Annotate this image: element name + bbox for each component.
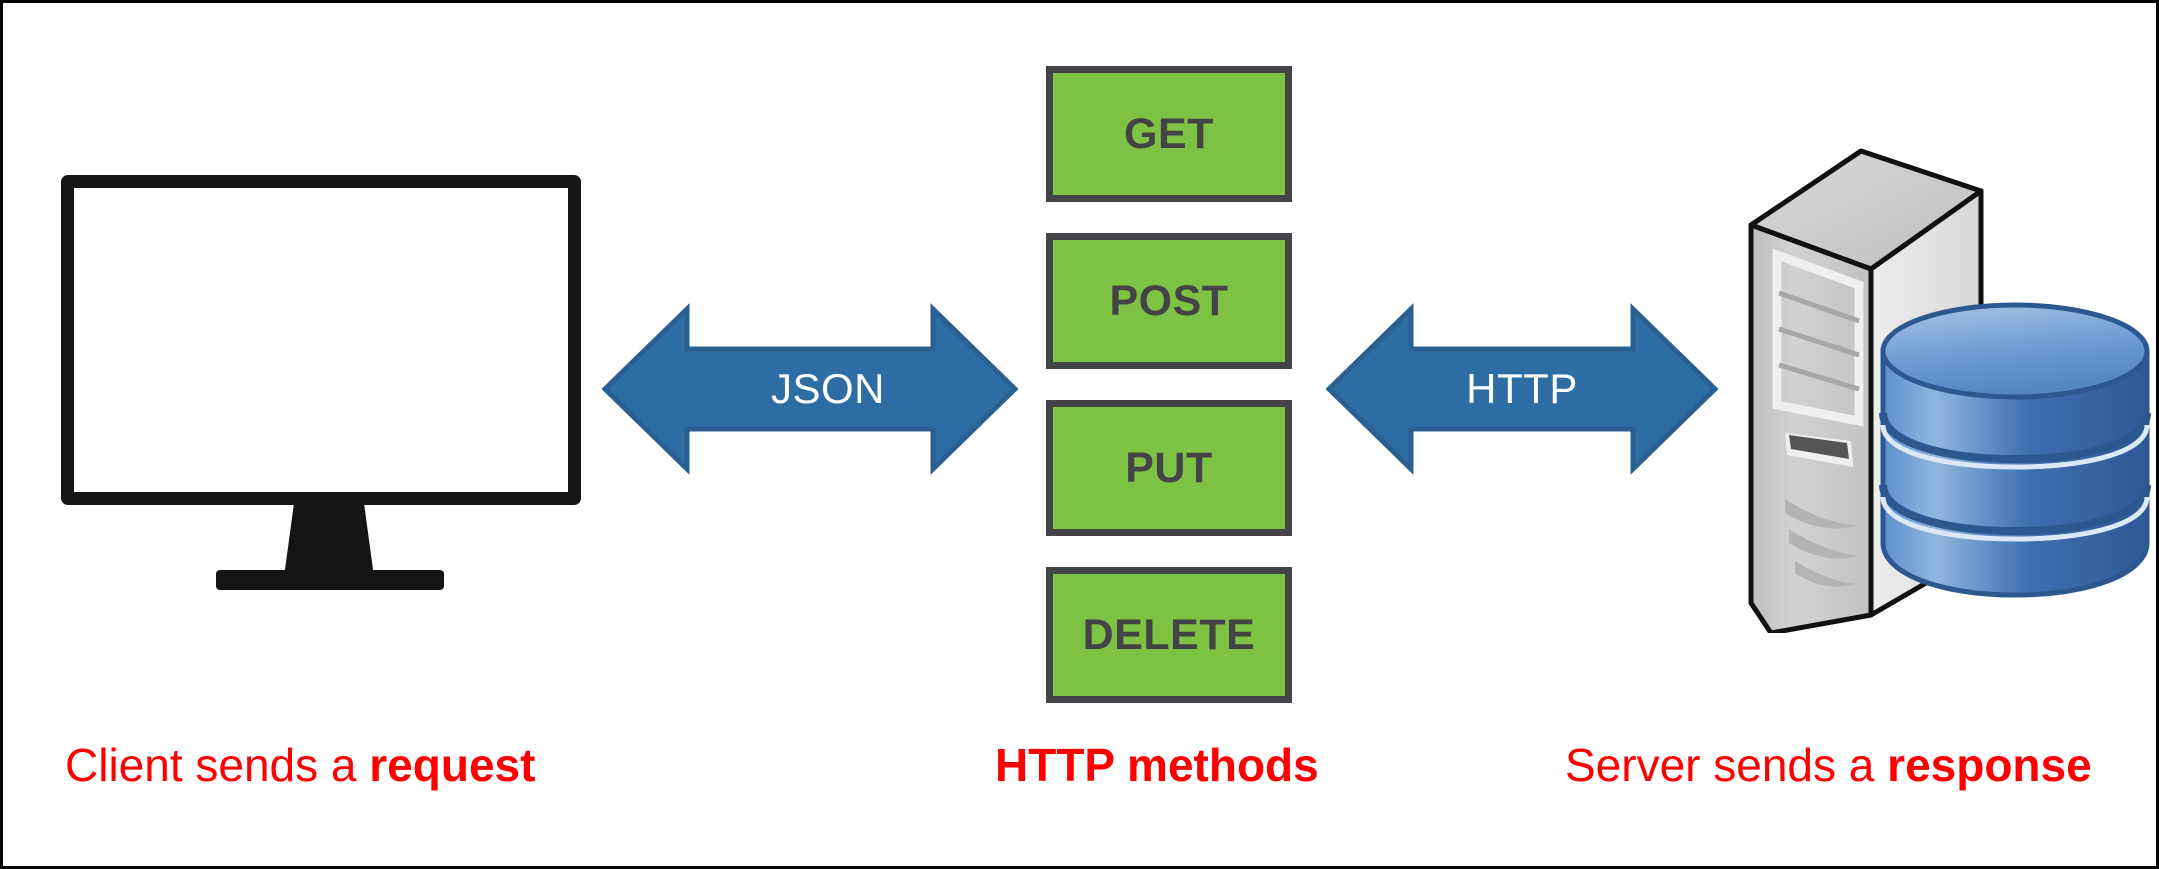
method-box-put[interactable]: PUT (1046, 400, 1292, 536)
http-methods-caption: HTTP methods (995, 739, 1319, 791)
server-caption-emphasis: response (1887, 739, 2092, 791)
database-cylinder-icon (1879, 302, 2151, 598)
client-caption-emphasis: request (369, 739, 536, 791)
monitor-base (216, 570, 444, 590)
client-caption-prefix: Client sends a (65, 739, 370, 791)
monitor-neck (294, 503, 364, 577)
http-arrow: HTTP (1325, 303, 1719, 475)
method-box-delete[interactable]: DELETE (1046, 567, 1292, 703)
method-box-get[interactable]: GET (1046, 66, 1292, 202)
json-arrow: JSON (601, 303, 1019, 475)
method-box-post[interactable]: POST (1046, 233, 1292, 369)
server-caption: Server sends a response (1565, 738, 2092, 792)
server-caption-prefix: Server sends a (1565, 739, 1888, 791)
client-caption: Client sends a request (65, 738, 535, 792)
monitor-screen (61, 175, 581, 505)
server-database-icon (1733, 133, 2153, 633)
